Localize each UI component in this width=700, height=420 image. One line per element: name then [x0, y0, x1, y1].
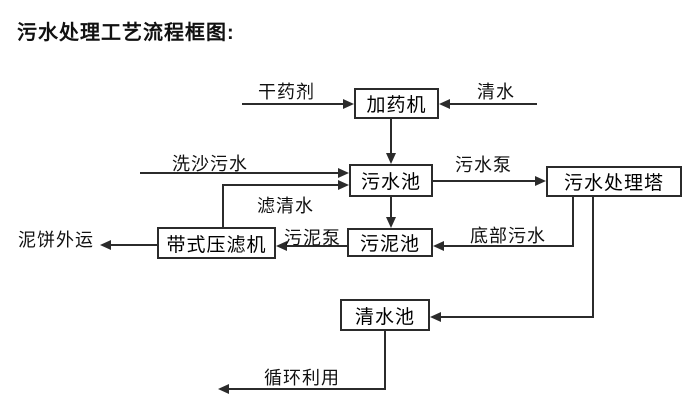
- edge-bottom-sewage-hline: [444, 245, 574, 247]
- edge-dry-agent-label: 干药剂: [258, 82, 315, 102]
- node-treatment-tower-label: 污水处理塔: [563, 173, 664, 194]
- edge-sewage-to-sludge-line: [390, 197, 392, 217]
- edge-filtered-water-label: 滤清水: [257, 196, 314, 216]
- edge-recycling-arrowhead-icon: [218, 384, 229, 394]
- edge-bottom-sewage-label: 底部污水: [470, 226, 546, 246]
- edge-mud-cake-line: [111, 244, 157, 246]
- edge-sewage-pump-label: 污水泵: [455, 155, 512, 175]
- edge-recycling-hline: [229, 388, 386, 390]
- edge-bottom-sewage-vline: [572, 197, 574, 247]
- page-title: 污水处理工艺流程框图:: [17, 22, 235, 44]
- node-dosing-machine-label: 加药机: [366, 95, 427, 116]
- node-belt-filter-press: 带式压滤机: [157, 227, 276, 259]
- edge-sludge-pump-line: [287, 245, 347, 247]
- edge-clear-water-label: 清水: [477, 82, 515, 102]
- node-sewage-pool-label: 污水池: [360, 172, 421, 193]
- edge-bottom-sewage-arrowhead-icon: [433, 241, 444, 251]
- edge-tower-to-clear-pool-hline: [441, 316, 594, 318]
- edge-sewage-pump-line: [433, 180, 536, 182]
- edge-dry-agent-line: [242, 103, 343, 105]
- edge-filtered-water-vline: [222, 184, 224, 227]
- edge-sludge-pump-label: 污泥泵: [284, 228, 341, 248]
- node-treatment-tower: 污水处理塔: [546, 166, 682, 197]
- edge-sewage-pump-arrowhead-icon: [535, 176, 546, 186]
- edge-filtered-water-arrowhead-icon: [338, 180, 349, 190]
- edge-tower-to-clear-pool-arrowhead-icon: [430, 312, 441, 322]
- node-sludge-pool: 污泥池: [347, 228, 433, 257]
- edge-sludge-pump-arrowhead-icon: [276, 241, 287, 251]
- node-belt-filter-press-label: 带式压滤机: [166, 234, 267, 256]
- edge-sand-washing-arrowhead-icon: [338, 168, 349, 178]
- edge-mud-cake-arrowhead-icon: [100, 240, 111, 250]
- edge-sand-washing-label: 洗沙污水: [172, 154, 248, 174]
- edge-dosing-to-sewage-arrowhead-icon: [386, 153, 396, 164]
- edge-clear-water-line: [450, 103, 537, 105]
- edge-sewage-to-sludge-arrowhead-icon: [386, 217, 396, 228]
- edge-recycling-label: 循环利用: [264, 368, 340, 388]
- node-sludge-pool-label: 污泥池: [359, 234, 420, 255]
- edge-mud-cake-label: 泥饼外运: [18, 230, 94, 250]
- edge-recycling-vline: [384, 331, 386, 390]
- edge-tower-to-clear-pool-vline: [592, 197, 594, 318]
- edge-dosing-to-sewage-line: [390, 119, 392, 155]
- node-dosing-machine: 加药机: [354, 88, 439, 119]
- edge-sand-washing-line: [140, 172, 339, 174]
- node-clear-water-pool: 清水池: [340, 299, 430, 331]
- edge-filtered-water-hline: [222, 184, 339, 186]
- node-sewage-pool: 污水池: [349, 164, 433, 197]
- edge-clear-water-arrowhead-icon: [439, 99, 450, 109]
- edge-dry-agent-arrowhead-icon: [343, 99, 354, 109]
- node-clear-water-pool-label: 清水池: [354, 306, 415, 328]
